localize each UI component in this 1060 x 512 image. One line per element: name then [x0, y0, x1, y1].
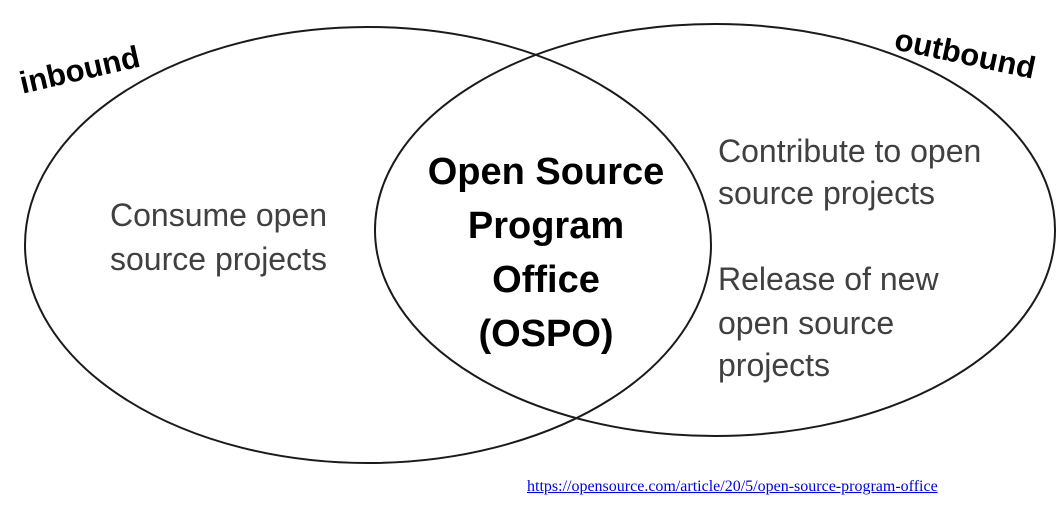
- outbound-text: Contribute to open source projects Relea…: [718, 133, 981, 383]
- inbound-circle: [24, 26, 712, 464]
- venn-diagram: inbound outbound Open Source Program Off…: [16, 22, 1056, 464]
- center-line-3: Office: [492, 259, 600, 301]
- inbound-line-1: Consume open: [110, 197, 327, 233]
- center-line-1: Open Source: [428, 151, 665, 193]
- inbound-line-2: source projects: [110, 241, 327, 277]
- source-link[interactable]: https://opensource.com/article/20/5/open…: [527, 478, 938, 495]
- outbound-label: outbound: [892, 22, 1039, 86]
- outbound-item-2-line-3: projects: [718, 347, 830, 383]
- outbound-item-1-line-1: Contribute to open: [718, 133, 981, 169]
- outbound-item-2-line-1: Release of new: [718, 261, 939, 297]
- center-line-2: Program: [468, 205, 624, 247]
- outbound-circle: [374, 23, 1056, 437]
- inbound-text: Consume open source projects: [110, 197, 327, 277]
- outbound-item-1-line-2: source projects: [718, 175, 935, 211]
- center-line-4: (OSPO): [478, 313, 613, 355]
- outbound-item-2-line-2: open source: [718, 305, 894, 341]
- center-text: Open Source Program Office (OSPO): [428, 151, 665, 355]
